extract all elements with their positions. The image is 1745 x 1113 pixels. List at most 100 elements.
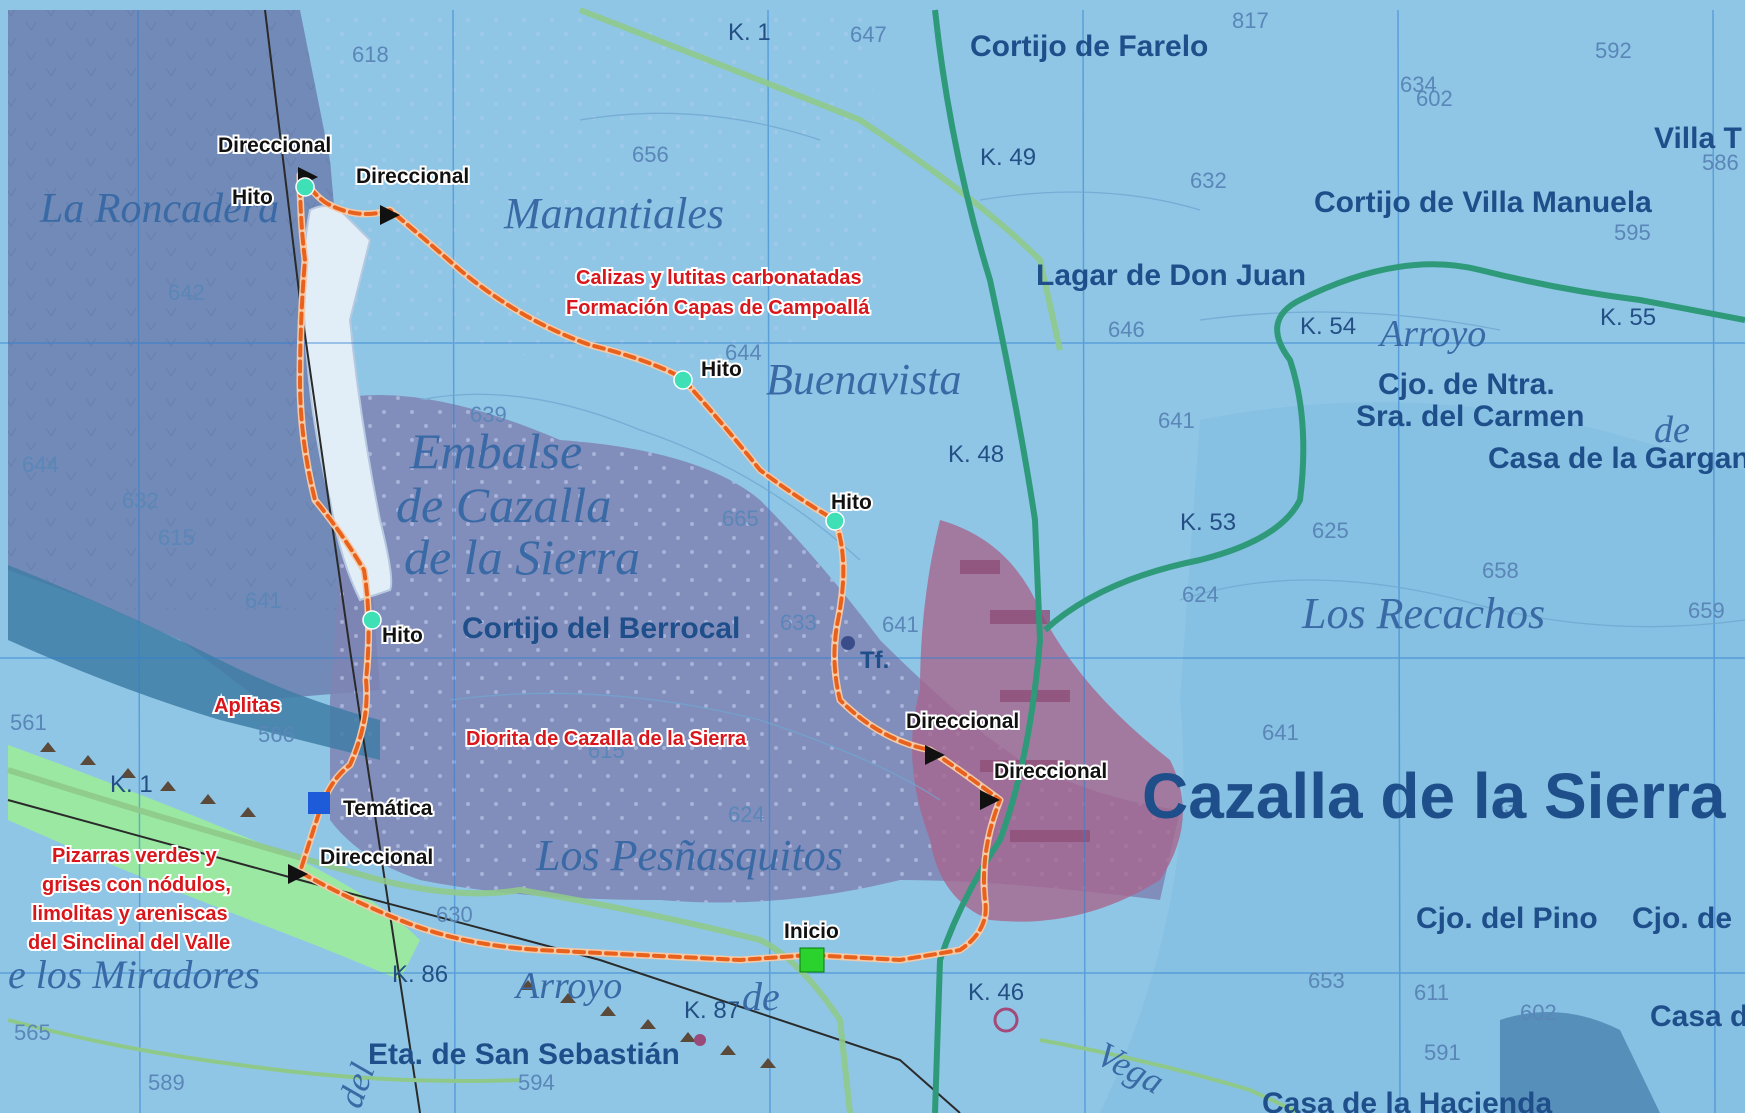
elev-656: 656 (632, 142, 669, 167)
label-arroyo-2-de: de (1654, 409, 1690, 451)
km-46: K. 46 (968, 979, 1024, 1006)
geo-pizarras-3: limolitas y areniscas (32, 903, 228, 925)
label-cazalla: Cazalla de la Sierra (1142, 760, 1726, 832)
elev-641d: 641 (1262, 720, 1299, 745)
km-labels: K. 1 K. 49 K. 48 K. 53 K. 54 K. 55 K. 1 … (110, 19, 1656, 1024)
hiking-route (296, 171, 1004, 964)
label-cortijo-berrocal: Cortijo del Berrocal (462, 612, 740, 645)
km-54: K. 54 (1300, 313, 1356, 340)
elev-602a: 602 (1416, 86, 1453, 111)
relief-shading (1100, 402, 1745, 1113)
km-86: K. 86 (392, 961, 448, 988)
road-light (578, 7, 1063, 351)
km-55: K. 55 (1600, 304, 1656, 331)
hito-marker-4 (362, 610, 382, 630)
label-villa: Villa T (1654, 122, 1742, 155)
geo-pizarras-1: Pizarras verdes y (52, 845, 217, 867)
km-87: K. 87 (684, 997, 740, 1024)
elev-632a: 632 (1190, 168, 1227, 193)
label-roncadera: La Roncadera (39, 186, 279, 232)
elev-586: 586 (1702, 150, 1739, 175)
label-casa-hacienda: Casa de la Hacienda (1262, 1087, 1552, 1113)
wp-direccional-2: Direccional (356, 165, 469, 188)
elev-592: 592 (1595, 38, 1632, 63)
geology-labels: Calizas y lutitas carbonatadas Formación… (26, 265, 872, 956)
label-arroyo-1: Arroyo (513, 965, 622, 1007)
aplite-formation (8, 565, 380, 760)
label-arroyo-2: Arroyo (1377, 313, 1486, 355)
km-48: K. 48 (948, 441, 1004, 468)
elev-602b: 602 (1520, 1000, 1557, 1025)
elev-646: 646 (1108, 317, 1145, 342)
road-southeast (1039, 1038, 1301, 1113)
town-area (912, 520, 1183, 922)
road-west (7, 1018, 521, 1083)
contour-lines (419, 112, 1745, 801)
elev-565: 565 (14, 1020, 51, 1045)
elev-630: 630 (436, 902, 473, 927)
eta-symbol (694, 1034, 706, 1046)
geo-diorita: Diorita de Cazalla de la Sierra (466, 728, 747, 750)
waypoint-labels: Direccional Direccional Hito Hito Hito H… (216, 132, 1109, 945)
geo-aplitas: Aplitas (214, 695, 281, 717)
label-cjo-ntra-2: Sra. del Carmen (1356, 400, 1584, 433)
wp-inicio: Inicio (784, 920, 839, 943)
wp-hito-1: Hito (232, 186, 273, 209)
elev-634: 634 (1400, 72, 1437, 97)
elev-624a: 624 (1182, 582, 1219, 607)
wp-hito-3: Hito (831, 491, 872, 514)
arrow-dir4 (980, 790, 1000, 810)
label-cjo-pino: Cjo. del Pino (1416, 902, 1598, 935)
wp-direccional-4: Direccional (994, 760, 1107, 783)
label-embalse-2: de Cazalla (396, 477, 611, 533)
label-casa-gargan: Casa de la Gargan (1488, 442, 1745, 475)
elev-644b: 644 (22, 452, 59, 477)
label-casa-c: Casa d (1650, 1000, 1745, 1033)
elev-633: 633 (780, 610, 817, 635)
hito-marker-3 (825, 511, 845, 531)
elev-665: 665 (722, 506, 759, 531)
km-49: K. 49 (980, 144, 1036, 171)
label-eta-san-sebastian: Eta. de San Sebastián (368, 1038, 680, 1071)
elev-653: 653 (1308, 968, 1345, 993)
elev-63: 63 (1492, 794, 1516, 819)
label-arroyo-de: de (742, 974, 780, 1019)
elev-625: 625 (1312, 518, 1349, 543)
elev-594: 594 (518, 1070, 555, 1095)
label-cjo-de: Cjo. de (1632, 902, 1732, 935)
wp-direccional-1: Direccional (218, 134, 331, 157)
arrow-dir5 (288, 864, 308, 884)
grid-lines (0, 9, 1745, 1113)
km-1-left: K. 1 (110, 771, 153, 798)
hito-marker-1 (295, 177, 315, 197)
elev-642: 642 (168, 280, 205, 305)
geo-pizarras-2: grises con nódulos, (42, 874, 231, 896)
elev-611: 611 (1414, 980, 1449, 1005)
km-53: K. 53 (1180, 509, 1236, 536)
wp-hito-2: Hito (701, 358, 742, 381)
church-symbol (993, 1007, 1019, 1033)
label-embalse-3: de la Sierra (404, 529, 640, 585)
label-tf: Tf. (860, 647, 889, 674)
label-buenavista: Buenavista (766, 355, 962, 404)
hito-markers (295, 177, 845, 630)
geo-calizas-1: Calizas y lutitas carbonatadas (576, 267, 862, 289)
italic-place-labels: La Roncadera Manantiales Buenavista Emba… (8, 186, 1690, 1113)
geo-calizas-2: Formación Capas de Campoallá (566, 297, 870, 319)
label-cjo-ntra-1: Cjo. de Ntra. (1378, 368, 1555, 401)
town-blocks (960, 560, 1090, 842)
label-manantiales: Manantiales (503, 189, 724, 238)
place-labels: Cortijo de Farelo Villa T Cortijo de Vil… (368, 30, 1745, 1113)
wp-hito-4: Hito (382, 624, 423, 647)
elev-624b: 624 (728, 802, 765, 827)
label-miradores: e los Miradores (8, 952, 260, 997)
elev-639: 639 (470, 402, 507, 427)
elev-595: 595 (1614, 220, 1651, 245)
schist-pattern (8, 10, 338, 610)
elev-615b: 615 (588, 738, 625, 763)
arrow-dir3 (925, 745, 945, 765)
wp-direccional-3: Direccional (906, 710, 1019, 733)
arrow-dir2 (380, 205, 400, 225)
elev-659: 659 (1688, 598, 1725, 623)
